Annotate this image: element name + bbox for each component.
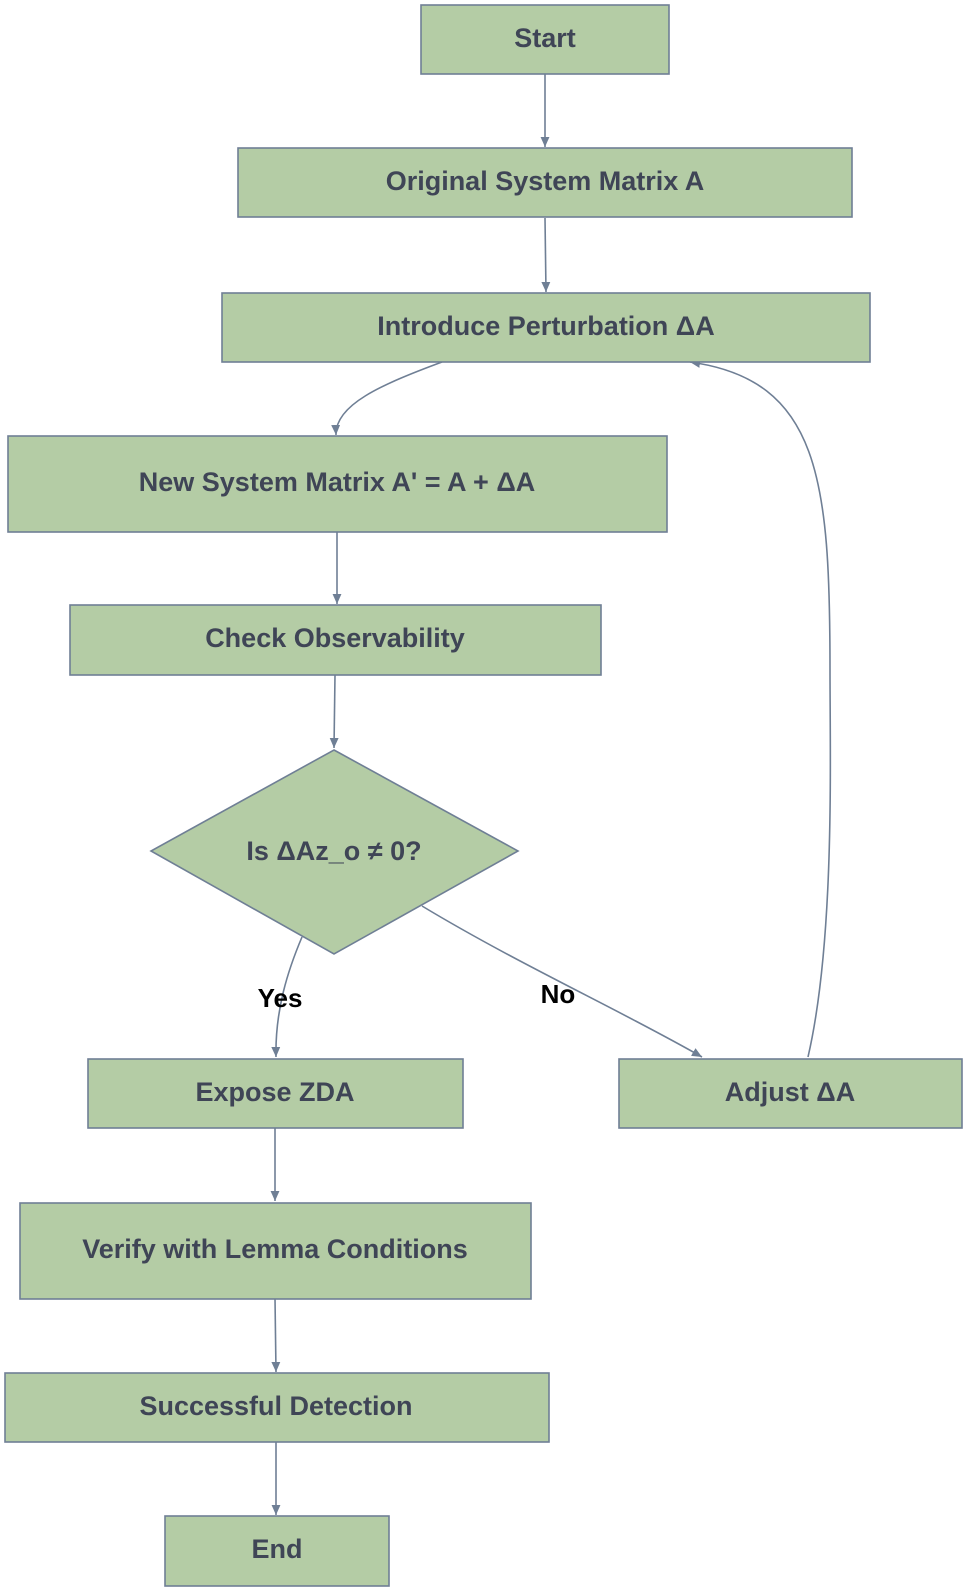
node-verify: Verify with Lemma Conditions [19,1202,532,1300]
edges [270,74,832,1515]
node-introduce-perturbation: Introduce Perturbation ΔA [221,292,871,363]
node-introduce-perturbation-label: Introduce Perturbation ΔA [377,311,714,341]
edge-verify-to-success [271,1297,281,1373]
node-original-matrix: Original System Matrix A [237,147,853,218]
node-end-label: End [252,1534,303,1564]
node-original-matrix-label: Original System Matrix A [386,166,705,196]
edge-label-yes: Yes [258,983,303,1013]
node-expose-zda: Expose ZDA [87,1058,464,1129]
edge-label-no: No [541,979,576,1009]
node-new-matrix: New System Matrix A' = A + ΔA [7,435,668,533]
node-start: Start [420,4,670,75]
edge-check-to-decision [329,674,339,749]
node-success-label: Successful Detection [139,1391,412,1421]
node-check-observability: Check Observability [69,604,602,676]
node-decision-label: Is ΔAz_o ≠ 0? [246,836,421,866]
node-expose-zda-label: Expose ZDA [195,1077,354,1107]
node-end: End [164,1515,390,1587]
node-verify-label: Verify with Lemma Conditions [82,1234,468,1264]
node-decision: Is ΔAz_o ≠ 0? [149,749,520,955]
edge-perturbation-to-new-matrix [331,361,443,436]
node-success: Successful Detection [4,1372,550,1443]
edge-original-to-perturbation [541,217,551,293]
node-adjust: Adjust ΔA [618,1058,963,1129]
node-check-observability-label: Check Observability [205,623,465,653]
edge-decision-yes-to-expose [271,936,303,1058]
node-new-matrix-label: New System Matrix A' = A + ΔA [139,467,535,497]
node-start-label: Start [514,23,576,53]
edge-adjust-to-perturbation [689,358,832,1058]
edge-decision-no-to-adjust [421,905,703,1058]
node-adjust-label: Adjust ΔA [725,1077,855,1107]
